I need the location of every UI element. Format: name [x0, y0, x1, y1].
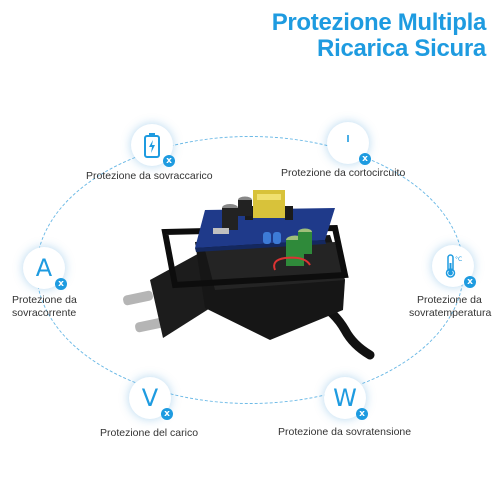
x-badge-icon: x [464, 276, 476, 288]
x-badge-icon: x [356, 408, 368, 420]
plug-pin-upper [123, 290, 153, 306]
overload-label: Protezione da sovraccarico [86, 170, 213, 182]
volt-icon: V [141, 384, 159, 412]
red-wire [273, 256, 311, 271]
load-label: Protezione del carico [100, 427, 199, 439]
overtemperature-label-line-2: sovratemperatura [409, 307, 492, 319]
overtemperature-label: Protezione da sovratemperatura [409, 294, 491, 320]
power-adapter-image [123, 190, 375, 360]
battery-charge-icon [144, 133, 160, 158]
plug-pin-lower [135, 317, 165, 333]
title-line-1: Protezione Multipla [271, 9, 487, 36]
ampere-icon: A [35, 254, 53, 282]
svg-text:°C: °C [455, 256, 462, 263]
watt-icon: W [333, 384, 357, 412]
overload-feature-icon: x [131, 124, 175, 167]
title-line-2: Ricarica Sicura [317, 35, 486, 62]
overcurrent-label: Protezione da sovracorrente [12, 294, 77, 320]
adapter-plug-face [150, 250, 215, 338]
page-title: Protezione Multipla Ricarica Sicura [271, 9, 487, 62]
power-icon [347, 135, 349, 142]
short-circuit-label: Protezione da cortocircuito [281, 167, 406, 179]
overcurrent-feature-icon: A x [23, 247, 67, 290]
overcurrent-label-line-2: sovracorrente [12, 307, 77, 319]
x-badge-icon: x [359, 153, 371, 165]
x-badge-icon: x [163, 155, 175, 167]
x-badge-icon: x [55, 278, 67, 290]
overtemperature-label-line-1: Protezione da [417, 294, 482, 306]
overcurrent-label-line-1: Protezione da [12, 294, 77, 306]
load-feature-icon: V x [129, 377, 173, 420]
overvoltage-feature-icon: W x [324, 377, 368, 420]
overvoltage-label: Protezione da sovratensione [278, 426, 412, 438]
x-badge-icon: x [161, 408, 173, 420]
short-circuit-feature-icon: x [327, 122, 371, 165]
thermometer-icon: °C [445, 254, 462, 278]
overtemperature-feature-icon: °C x [432, 245, 476, 288]
